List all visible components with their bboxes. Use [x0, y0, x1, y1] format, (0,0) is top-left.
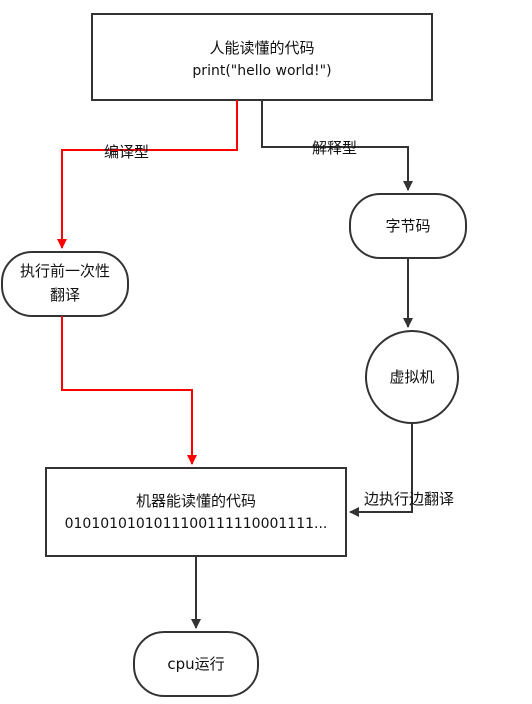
vm-to-machine-edge: [349, 423, 413, 517]
source-code-box: [91, 13, 433, 101]
cpu-node: [133, 631, 259, 697]
cpu-label: cpu运行: [167, 655, 224, 673]
vm-label: 虚拟机: [389, 368, 434, 386]
precompile-node: [1, 251, 129, 317]
compiled-label: 编译型: [104, 143, 149, 161]
machine-code-bits: 0101010101011100111110001111...: [65, 516, 328, 532]
precompile-line1: 执行前一次性: [20, 262, 110, 280]
machine-code-box: [45, 467, 347, 557]
source-code-example: print("hello world!"): [192, 63, 331, 79]
compiled-edge: [57, 100, 238, 249]
interpreted-label: 解释型: [312, 139, 357, 157]
precompile-line2: 翻译: [50, 286, 80, 304]
bytecode-label: 字节码: [385, 217, 430, 235]
precompile-to-machine-edge: [61, 316, 197, 465]
interpreted-edge: [261, 100, 413, 191]
machine-code-title: 机器能读懂的代码: [136, 492, 256, 510]
source-code-title: 人能读懂的代码: [209, 39, 314, 57]
translate-while-running-label: 边执行边翻译: [364, 490, 454, 508]
